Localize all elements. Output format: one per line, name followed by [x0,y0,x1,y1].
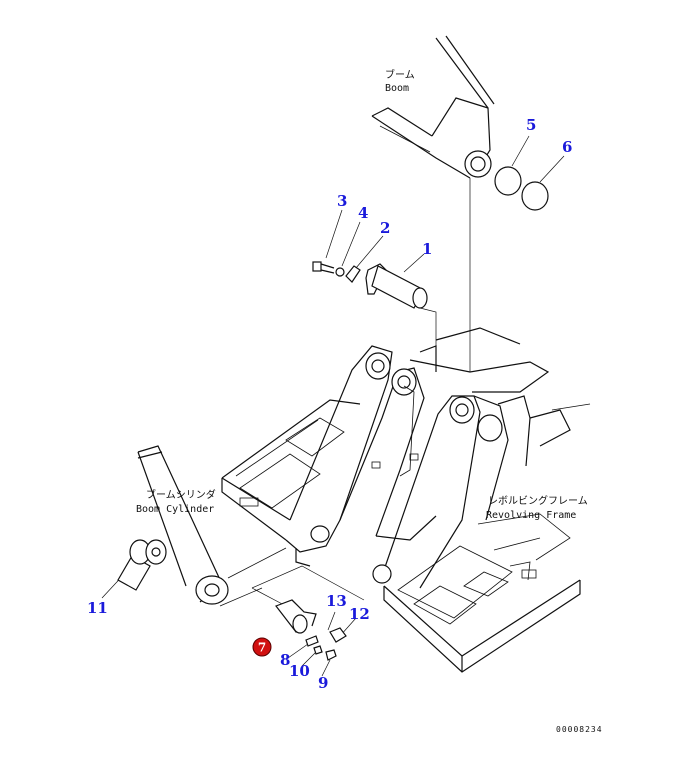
drawing-number: 00008234 [556,725,603,734]
washer-11-drawing [117,539,167,591]
callout-2[interactable]: 2 [380,219,390,237]
boom-drawing [371,35,495,372]
plate-2-drawing [345,265,361,283]
callout-5[interactable]: 5 [526,116,536,134]
boom-cylinder-label-jp: ブームシリンダ [146,488,216,501]
boom-label-jp: ブーム [385,68,415,81]
callout-4[interactable]: 4 [358,204,368,222]
revolving-frame-label-en: Revolving Frame [486,510,576,521]
revolving-frame-drawing [221,327,591,673]
boom-cylinder-drawing [137,445,287,607]
callout-9[interactable]: 9 [318,674,328,692]
washer-6-drawing [521,181,549,211]
callout-13[interactable]: 13 [326,592,347,610]
callout-7-badge[interactable]: 7 [252,637,272,657]
highlight-marker [252,637,272,657]
washer-4-drawing [335,267,345,277]
boom-cylinder-label-en: Boom Cylinder [136,504,214,515]
callout-7: 7 [258,641,266,655]
callout-1[interactable]: 1 [422,240,432,258]
pin-1-drawing [365,263,437,350]
pin-7-drawing [251,565,365,634]
bolt-3-drawing [312,261,335,274]
revolving-frame-label-jp: レボルビングフレーム [488,494,588,507]
callout-6[interactable]: 6 [562,138,572,156]
callout-11[interactable]: 11 [87,599,108,617]
boom-label-en: Boom [385,83,409,94]
pins-8-10-drawing [305,627,347,661]
callout-3[interactable]: 3 [337,192,347,210]
callout-12[interactable]: 12 [349,605,370,623]
washer-5-drawing [494,166,522,196]
callout-8[interactable]: 8 [280,651,290,669]
callout-10[interactable]: 10 [289,662,310,680]
